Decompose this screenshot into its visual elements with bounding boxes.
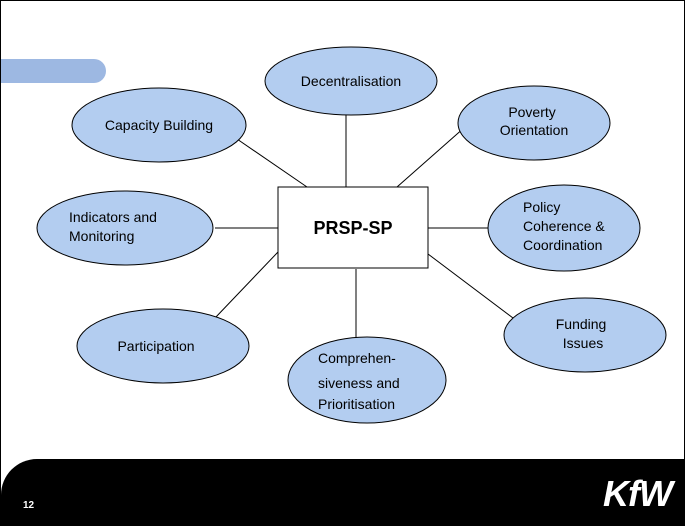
node-funding-issues-line-1: Funding bbox=[556, 316, 607, 332]
kfw-logo: KfW bbox=[603, 473, 673, 514]
svg-text:Poverty Orientation: Poverty Orientation bbox=[500, 104, 568, 138]
node-decentralisation-label: Decentralisation bbox=[301, 73, 401, 89]
node-policy-coherence-line-2: Coherence & bbox=[523, 218, 605, 234]
node-funding-issues: Funding Issues bbox=[503, 297, 667, 373]
center-box: PRSP-SP bbox=[277, 186, 429, 269]
svg-text:Comprehen- siveness an: Comprehen- siveness and Prioritisation bbox=[318, 350, 404, 412]
node-policy-coherence-line-1: Policy bbox=[523, 199, 560, 215]
node-indicators-monitoring-line-2: Monitoring bbox=[69, 228, 134, 244]
node-capacity-building: Capacity Building bbox=[71, 87, 247, 163]
accent-tab bbox=[1, 59, 106, 83]
node-comprehensiveness-line-2: siveness and bbox=[318, 375, 400, 391]
svg-text:PRSP-SP: PRSP-SP bbox=[313, 218, 392, 238]
node-indicators-monitoring: Indicators and Monitoring bbox=[36, 190, 214, 266]
connector-lines bbox=[214, 107, 518, 339]
node-comprehensiveness-line-1: Comprehen- bbox=[318, 350, 396, 366]
center-label: PRSP-SP bbox=[313, 218, 392, 238]
connector-capacity-building bbox=[236, 138, 308, 188]
node-decentralisation: Decentralisation bbox=[264, 46, 438, 116]
node-poverty-orientation: Poverty Orientation bbox=[457, 85, 611, 161]
node-poverty-orientation-line-2: Orientation bbox=[500, 122, 568, 138]
node-policy-coherence: Policy Coherence & Coordination bbox=[487, 184, 641, 272]
svg-text:Policy Coherence &: Policy Coherence & Coordination bbox=[523, 199, 609, 253]
footer-bar: 12 KfW bbox=[1, 459, 684, 525]
node-comprehensiveness-line-3: Prioritisation bbox=[318, 396, 395, 412]
svg-text:Funding Issues: Funding Issues bbox=[556, 316, 610, 351]
node-capacity-building-label: Capacity Building bbox=[105, 117, 213, 133]
node-indicators-monitoring-line-1: Indicators and bbox=[69, 209, 157, 225]
svg-text:Capacity Building: Capacity Building bbox=[105, 117, 213, 133]
node-participation: Participation bbox=[76, 308, 250, 384]
node-comprehensiveness: Comprehen- siveness and Prioritisation bbox=[287, 336, 447, 424]
svg-text:Indicators and Monitor: Indicators and Monitoring bbox=[69, 209, 161, 244]
svg-text:Decentralisation: Decentralisation bbox=[301, 73, 401, 89]
connector-funding-issues bbox=[427, 253, 518, 322]
node-participation-label: Participation bbox=[117, 338, 194, 354]
connector-poverty-orientation bbox=[396, 126, 466, 188]
node-poverty-orientation-line-1: Poverty bbox=[508, 104, 555, 120]
connector-participation bbox=[214, 251, 279, 319]
page-number: 12 bbox=[23, 500, 35, 511]
svg-text:Participation: Participation bbox=[117, 338, 194, 354]
node-funding-issues-line-2: Issues bbox=[563, 335, 603, 351]
node-policy-coherence-line-3: Coordination bbox=[523, 237, 602, 253]
